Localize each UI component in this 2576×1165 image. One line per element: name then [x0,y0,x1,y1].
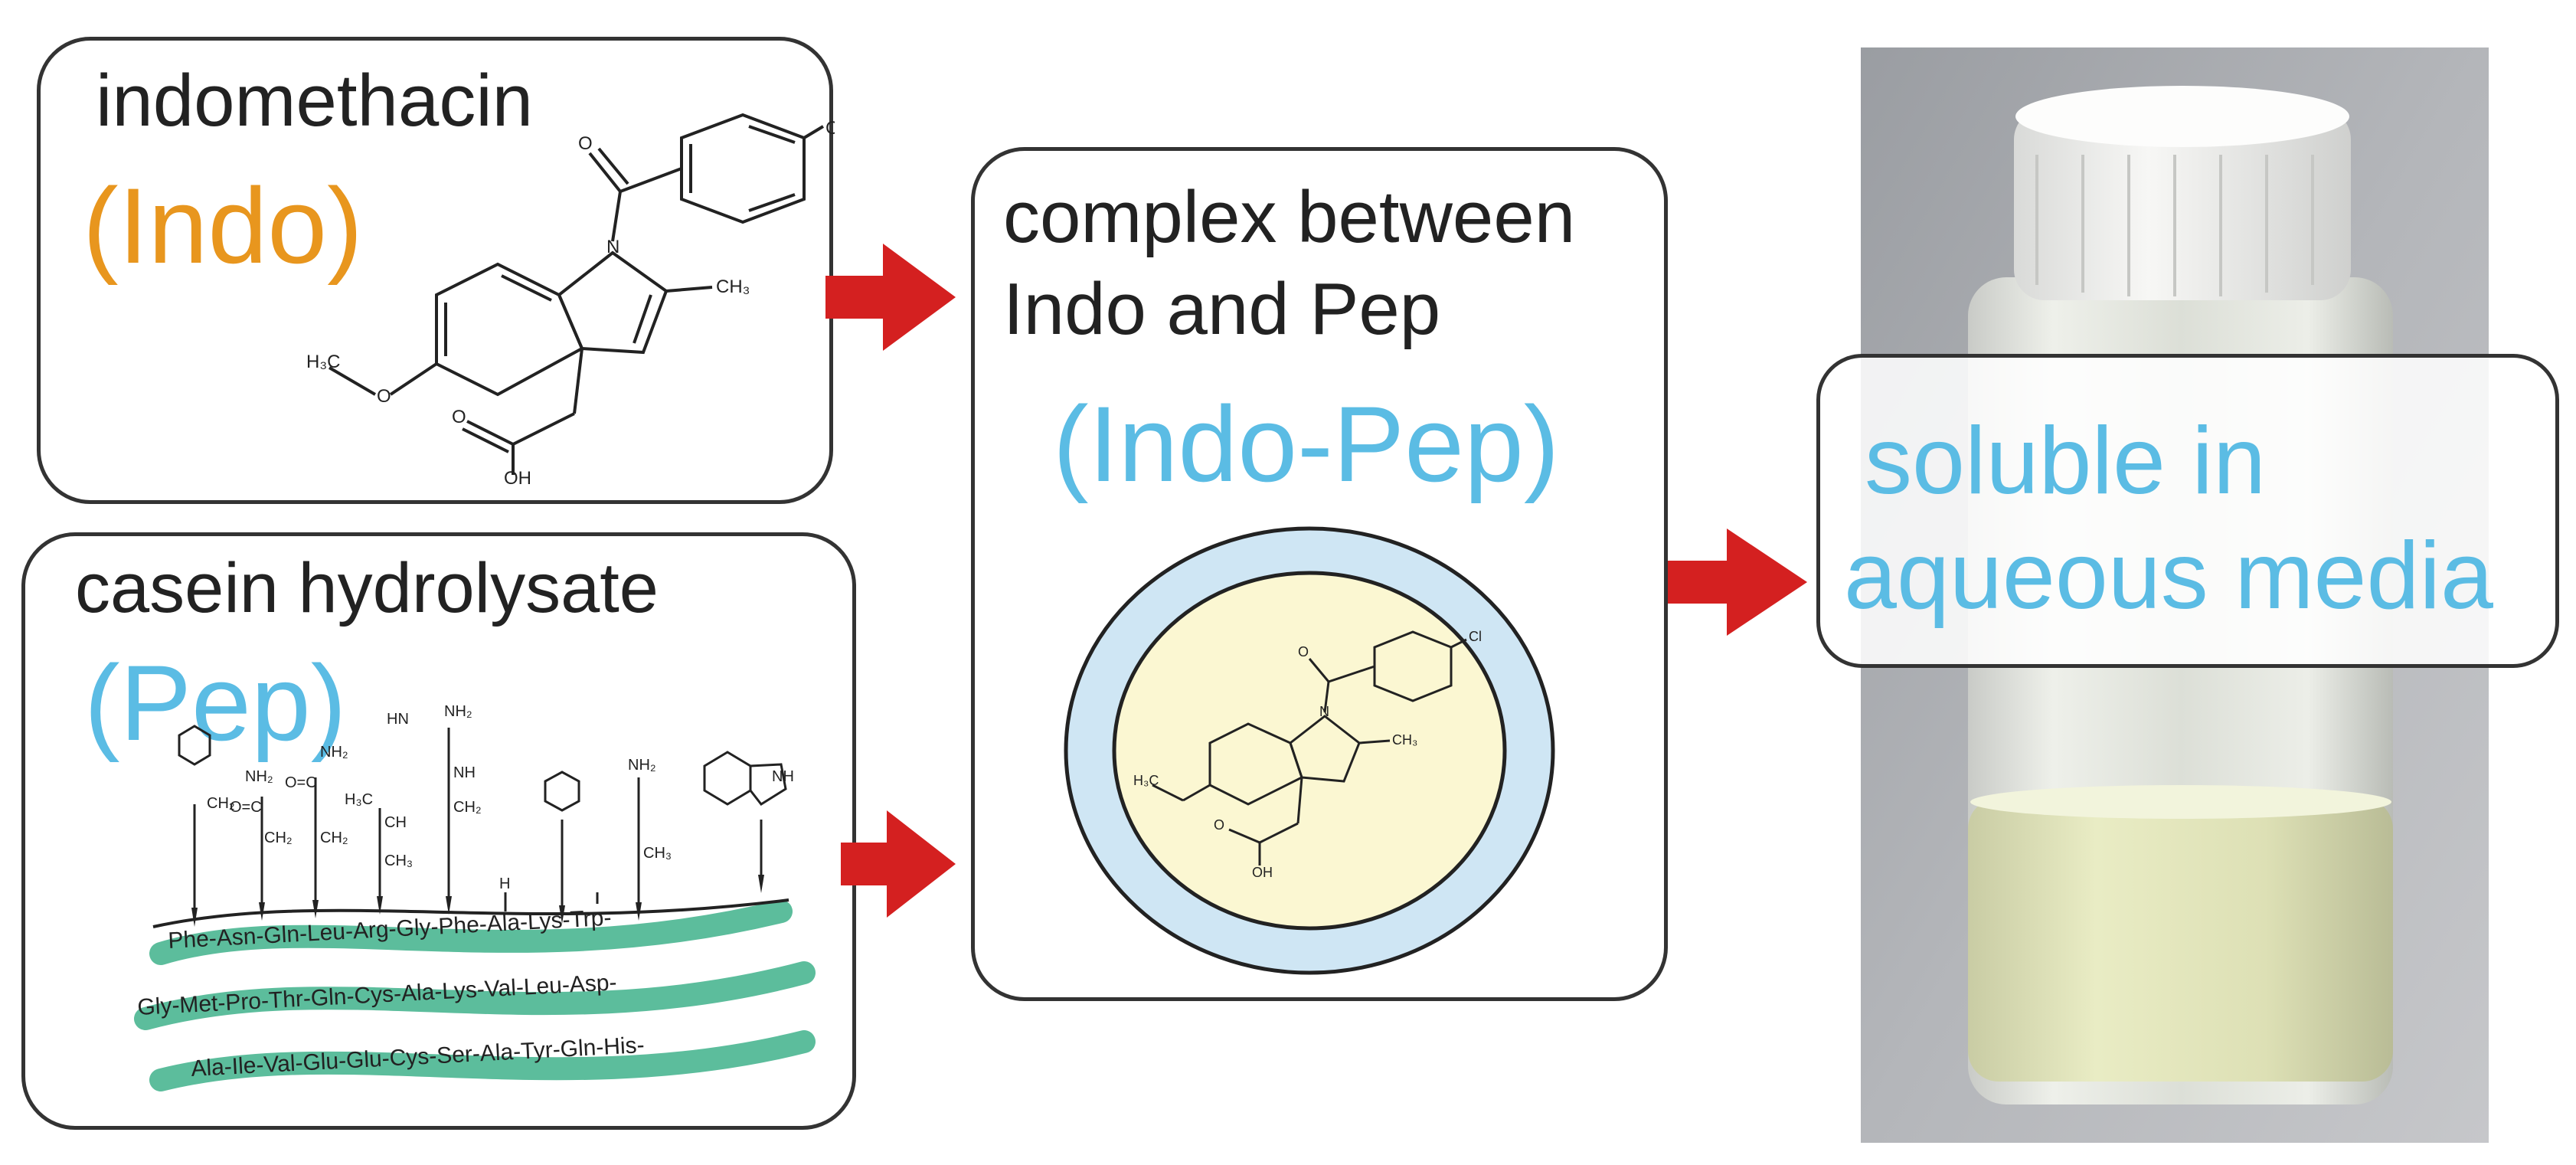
sc-label-13: CH₂ [453,799,482,816]
sc-label-14: H [499,875,510,892]
sc-label-6: CH₂ [320,830,348,846]
complex-particle: Cl O N CH₃ H₃C O OH [1064,526,1555,975]
casein-panel [21,532,856,1130]
complex-title-line1: complex between [1003,176,1576,258]
complex-atom-ch3: CH₃ [1392,732,1417,748]
sc-label-9: CH₃ [384,852,413,869]
sc-label-1: NH₂ [245,768,273,785]
result-label-box [1816,354,2559,668]
sc-label-5: O=C [285,774,317,791]
atom-o-methoxy: O [377,386,391,407]
complex-atom-o-acid: O [1214,817,1224,833]
atom-cl: Cl [825,118,835,139]
arrow-complex-to-result [1666,529,1807,636]
result-line2: aqueous media [1844,523,2493,629]
casein-title: casein hydrolysate [75,549,659,627]
indomethacin-structure: Cl O N CH₃ H₃C O O OH [306,113,835,489]
complex-atom-n: N [1319,704,1329,719]
sc-label-8: CH [384,814,407,831]
result-line1: soluble in [1865,408,2266,514]
atom-n: N [606,237,619,257]
sc-label-17: NH [772,768,794,785]
arrow-indo-to-complex [825,244,956,351]
complex-atom-oh: OH [1252,865,1273,880]
indomethacin-title: indomethacin [96,60,534,142]
complex-atom-o: O [1298,644,1309,659]
sc-label-12: NH [453,764,476,781]
atom-ch3: CH₃ [716,277,750,297]
indo-abbrev: (Indo) [83,165,363,286]
complex-atom-cl: Cl [1469,629,1482,644]
atom-oh: OH [504,468,531,489]
indomethacin-panel [37,37,833,504]
sc-label-3: CH₂ [264,830,293,846]
sc-label-10: HN [387,711,409,728]
sc-label-0: CH₂ [207,795,235,812]
peptide-illustration: CH₂ NH₂ O=C CH₂ NH₂ O=C CH₂ H₃C CH CH₃ H… [134,705,816,1091]
atom-o-acid: O [452,407,466,427]
sc-label-15: NH₂ [628,757,656,774]
sc-label-11: NH₂ [444,705,472,720]
sc-label-16: CH₃ [643,845,672,862]
pep-abbrev: (Pep) [84,643,347,763]
sc-label-7: H₃C [345,791,373,808]
atom-h3c: H₃C [306,352,340,372]
indo-pep-abbrev: (Indo-Pep) [1053,384,1560,504]
arrow-pep-to-complex [841,810,956,918]
complex-atom-h3c: H₃C [1133,773,1159,788]
atom-o: O [578,133,593,154]
complex-title-line2: Indo and Pep [1003,268,1441,350]
sc-label-2: O=C [230,799,262,816]
sc-label-4: NH₂ [320,744,348,761]
